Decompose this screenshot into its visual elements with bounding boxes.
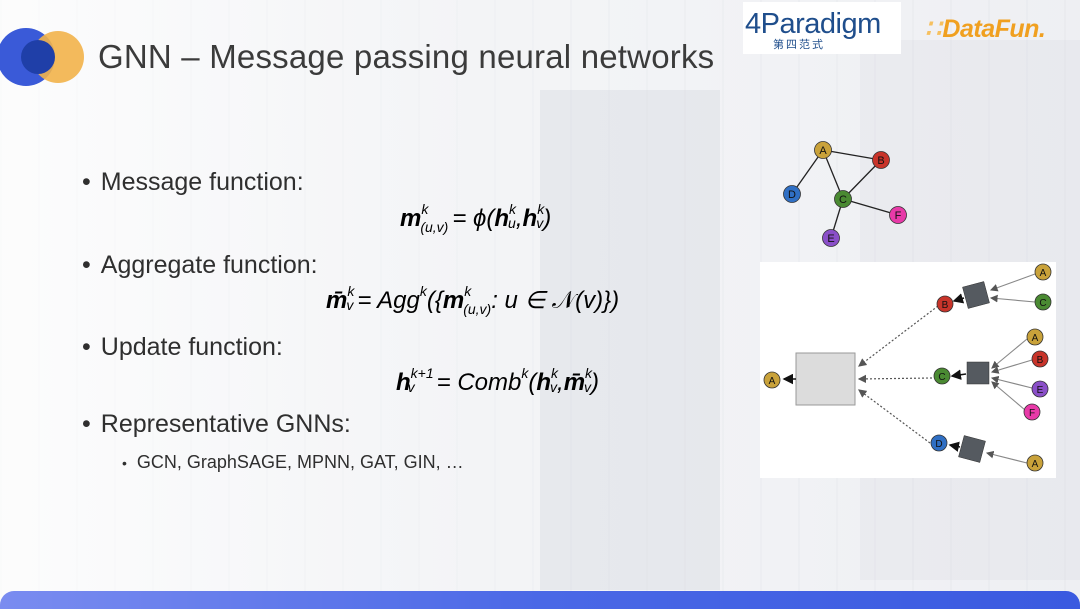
bullet-message-function: • Message function: (82, 168, 304, 197)
example-graph: A B C D E F (783, 141, 907, 247)
sub-bullet-dot: • (122, 455, 127, 471)
aggregator-square (958, 435, 986, 463)
bullet-label: Update function: (100, 333, 283, 361)
bullet-aggregate-function: • Aggregate function: (82, 251, 318, 280)
tree-node-label: C (1039, 298, 1046, 309)
graph-node-f (889, 206, 907, 224)
graph-node-b (872, 151, 890, 169)
tree-node-label: B (1037, 355, 1044, 366)
svg-text:m̄kv= Aggk({mk(u,v): u ∈ 𝒩(v): m̄kv= Aggk({mk(u,v): u ∈ 𝒩(v)}) (326, 283, 619, 317)
aggregator-square (966, 361, 990, 385)
bullet-dot: • (82, 251, 91, 279)
aggregate-box (795, 352, 856, 406)
brand-circles-icon (0, 28, 84, 86)
tree-leaf-c (1034, 293, 1052, 311)
bottom-accent-bar (0, 591, 1080, 609)
4paradigm-logo-subtext: 第四范式 (773, 39, 825, 51)
sub-bullet-gnn-list: • GCN, GraphSAGE, MPNN, GAT, GIN, … (122, 452, 464, 473)
bullet-label: Aggregate function: (100, 251, 318, 279)
tree-leaf-f (1023, 403, 1041, 421)
bullet-dot: • (82, 410, 91, 438)
background-building (540, 90, 720, 590)
graph-node-label: A (819, 145, 827, 157)
aggregator-square (962, 281, 990, 309)
bullet-dot: • (82, 168, 91, 196)
graph-node-e (822, 229, 840, 247)
tree-leaf-a (1026, 328, 1044, 346)
page-title: GNN – Message passing neural networks (98, 38, 715, 75)
datafun-dots-icon: ∷ (925, 15, 941, 43)
graph-node-label: E (827, 233, 834, 245)
bullet-representative-gnns: • Representative GNNs: (82, 410, 351, 439)
tree-node-label: C (938, 372, 945, 383)
4paradigm-logo-text: 4Paradigm (745, 8, 881, 40)
computation-tree-panel: A B C D A C A B E F A (760, 262, 1056, 478)
tree-leaf-b (1031, 350, 1049, 368)
4paradigm-logo: 4Paradigm 第四范式 (743, 2, 901, 54)
graph-node-a (814, 141, 832, 159)
bullet-update-function: • Update function: (82, 333, 283, 362)
tree-node-label: D (935, 439, 942, 450)
tree-node-label: F (1029, 408, 1035, 419)
tree-leaf-a (1034, 263, 1052, 281)
graph-node-label: D (788, 189, 796, 201)
bullet-dot: • (82, 333, 91, 361)
tree-node-label: A (769, 376, 776, 387)
tree-node-c (933, 367, 951, 385)
tree-leaf-a (1026, 454, 1044, 472)
tree-root-node-a (763, 371, 781, 389)
tree-node-label: A (1040, 268, 1047, 279)
datafun-logo: ∷DataFun. (925, 14, 1046, 44)
sub-bullet-text: GCN, GraphSAGE, MPNN, GAT, GIN, … (136, 452, 464, 472)
tree-node-label: B (942, 300, 949, 311)
computation-tree: A B C D A C A B E F A (763, 263, 1052, 472)
tree-node-b (936, 295, 954, 313)
graph-node-label: B (877, 155, 884, 167)
tree-node-label: E (1037, 385, 1044, 396)
tree-leaf-e (1031, 380, 1049, 398)
tree-node-d (930, 434, 948, 452)
datafun-logo-text: DataFun. (942, 15, 1046, 43)
graph-node-d (783, 185, 801, 203)
bullet-label: Message function: (100, 168, 304, 196)
svg-text:hk+1v= Combk(hkv,m̄kv): hk+1v= Combk(hkv,m̄kv) (396, 365, 599, 396)
graph-node-label: C (839, 194, 847, 206)
tree-node-label: A (1032, 333, 1039, 344)
graph-node-c (834, 190, 852, 208)
svg-text:mk(u,v)= ϕ(hku,hkv): mk(u,v)= ϕ(hku,hkv) (400, 201, 551, 235)
bullet-label: Representative GNNs: (100, 410, 351, 438)
tree-node-label: A (1032, 459, 1039, 470)
graph-node-label: F (895, 210, 902, 222)
